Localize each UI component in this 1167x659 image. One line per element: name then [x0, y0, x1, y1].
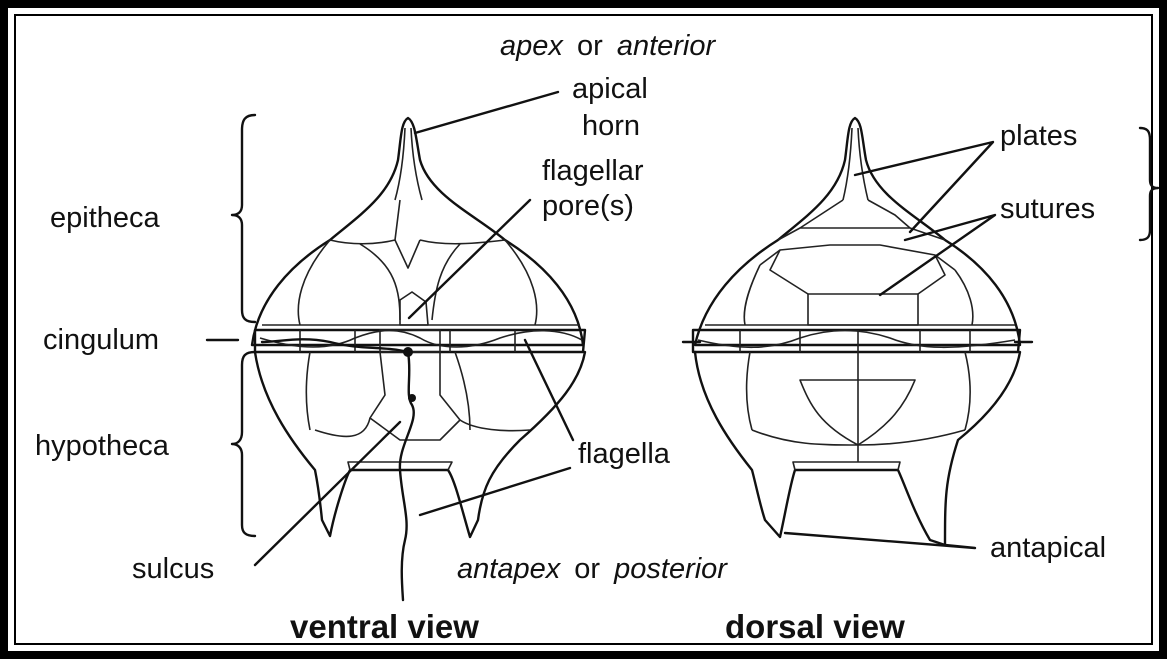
- dorsal-plate-sutures: [800, 200, 910, 228]
- ventral-flagellar-pore-dot: [403, 347, 413, 357]
- label-epitheca: epitheca: [50, 202, 161, 234]
- flagella-leader-2: [420, 468, 570, 515]
- ventral-plate-suture: [330, 200, 400, 244]
- dorsal-plate-sutures-5: [770, 250, 945, 294]
- ventral-hypotheca-sutures: [306, 352, 530, 436]
- top-caption-anterior: anterior: [617, 30, 717, 62]
- dorsal-antapical-plates: [793, 445, 900, 470]
- label-cingulum: cingulum: [43, 324, 159, 356]
- apical-horn-leader: [415, 92, 558, 133]
- label-apical: apical: [572, 73, 648, 105]
- ventral-pore-plate: [400, 292, 428, 325]
- label-hypotheca: hypotheca: [35, 430, 170, 462]
- label-horn: horn: [582, 110, 640, 142]
- top-caption-or: or: [577, 30, 603, 62]
- title-dorsal-view: dorsal view: [725, 608, 905, 645]
- label-plates: plates: [1000, 120, 1077, 152]
- top-caption-apex: apex: [500, 30, 564, 62]
- label-sutures: sutures: [1000, 193, 1095, 225]
- label-flagella: flagella: [578, 438, 671, 470]
- bottom-caption: antapex or posterior: [457, 553, 728, 585]
- ventral-cingulum-band: [255, 330, 585, 352]
- dorsal-cingulum-plates: [740, 330, 970, 352]
- sutures-leader: [880, 215, 995, 295]
- epitheca-brace: [232, 115, 255, 322]
- dorsal-plate-sutures-4: [744, 265, 973, 325]
- label-flagellar: flagellar: [542, 155, 644, 187]
- ventral-plate-suture-3: [395, 240, 420, 268]
- plates-brace: [1140, 128, 1158, 240]
- hypotheca-brace: [232, 352, 255, 536]
- plates-leader: [855, 142, 993, 232]
- ventral-plate-suture-2: [420, 240, 505, 244]
- ventral-longitudinal-flagellum: [400, 352, 414, 600]
- bottom-caption-posterior: posterior: [613, 553, 728, 585]
- bottom-caption-or: or: [574, 553, 600, 585]
- label-sulcus: sulcus: [132, 553, 214, 585]
- top-caption: apex or anterior: [500, 30, 716, 62]
- ventral-plate-suture-4: [298, 240, 330, 325]
- ventral-plate-suture-7: [505, 240, 537, 325]
- ventral-hypotheca-outline: [255, 352, 585, 537]
- ventral-plate-suture-5: [360, 244, 400, 320]
- antapical-leader: [785, 533, 975, 548]
- sulcus-leader: [255, 422, 400, 565]
- label-antapical: antapical: [990, 532, 1106, 564]
- dorsal-cingulum-band: [693, 330, 1020, 352]
- dorsal-plate-sutures-2: [778, 228, 945, 240]
- ventral-flagellar-pore-dot-2: [408, 394, 416, 402]
- bottom-caption-antapex: antapex: [457, 553, 562, 585]
- dorsal-plate-sutures-3: [760, 245, 955, 270]
- title-ventral-view: ventral view: [290, 608, 479, 645]
- flagellar-pore-leader: [409, 200, 530, 318]
- label-pore: pore(s): [542, 190, 634, 222]
- flagella-leader-1: [525, 340, 573, 440]
- dorsal-central-plate: [808, 294, 918, 325]
- dorsal-cell: [683, 118, 1032, 545]
